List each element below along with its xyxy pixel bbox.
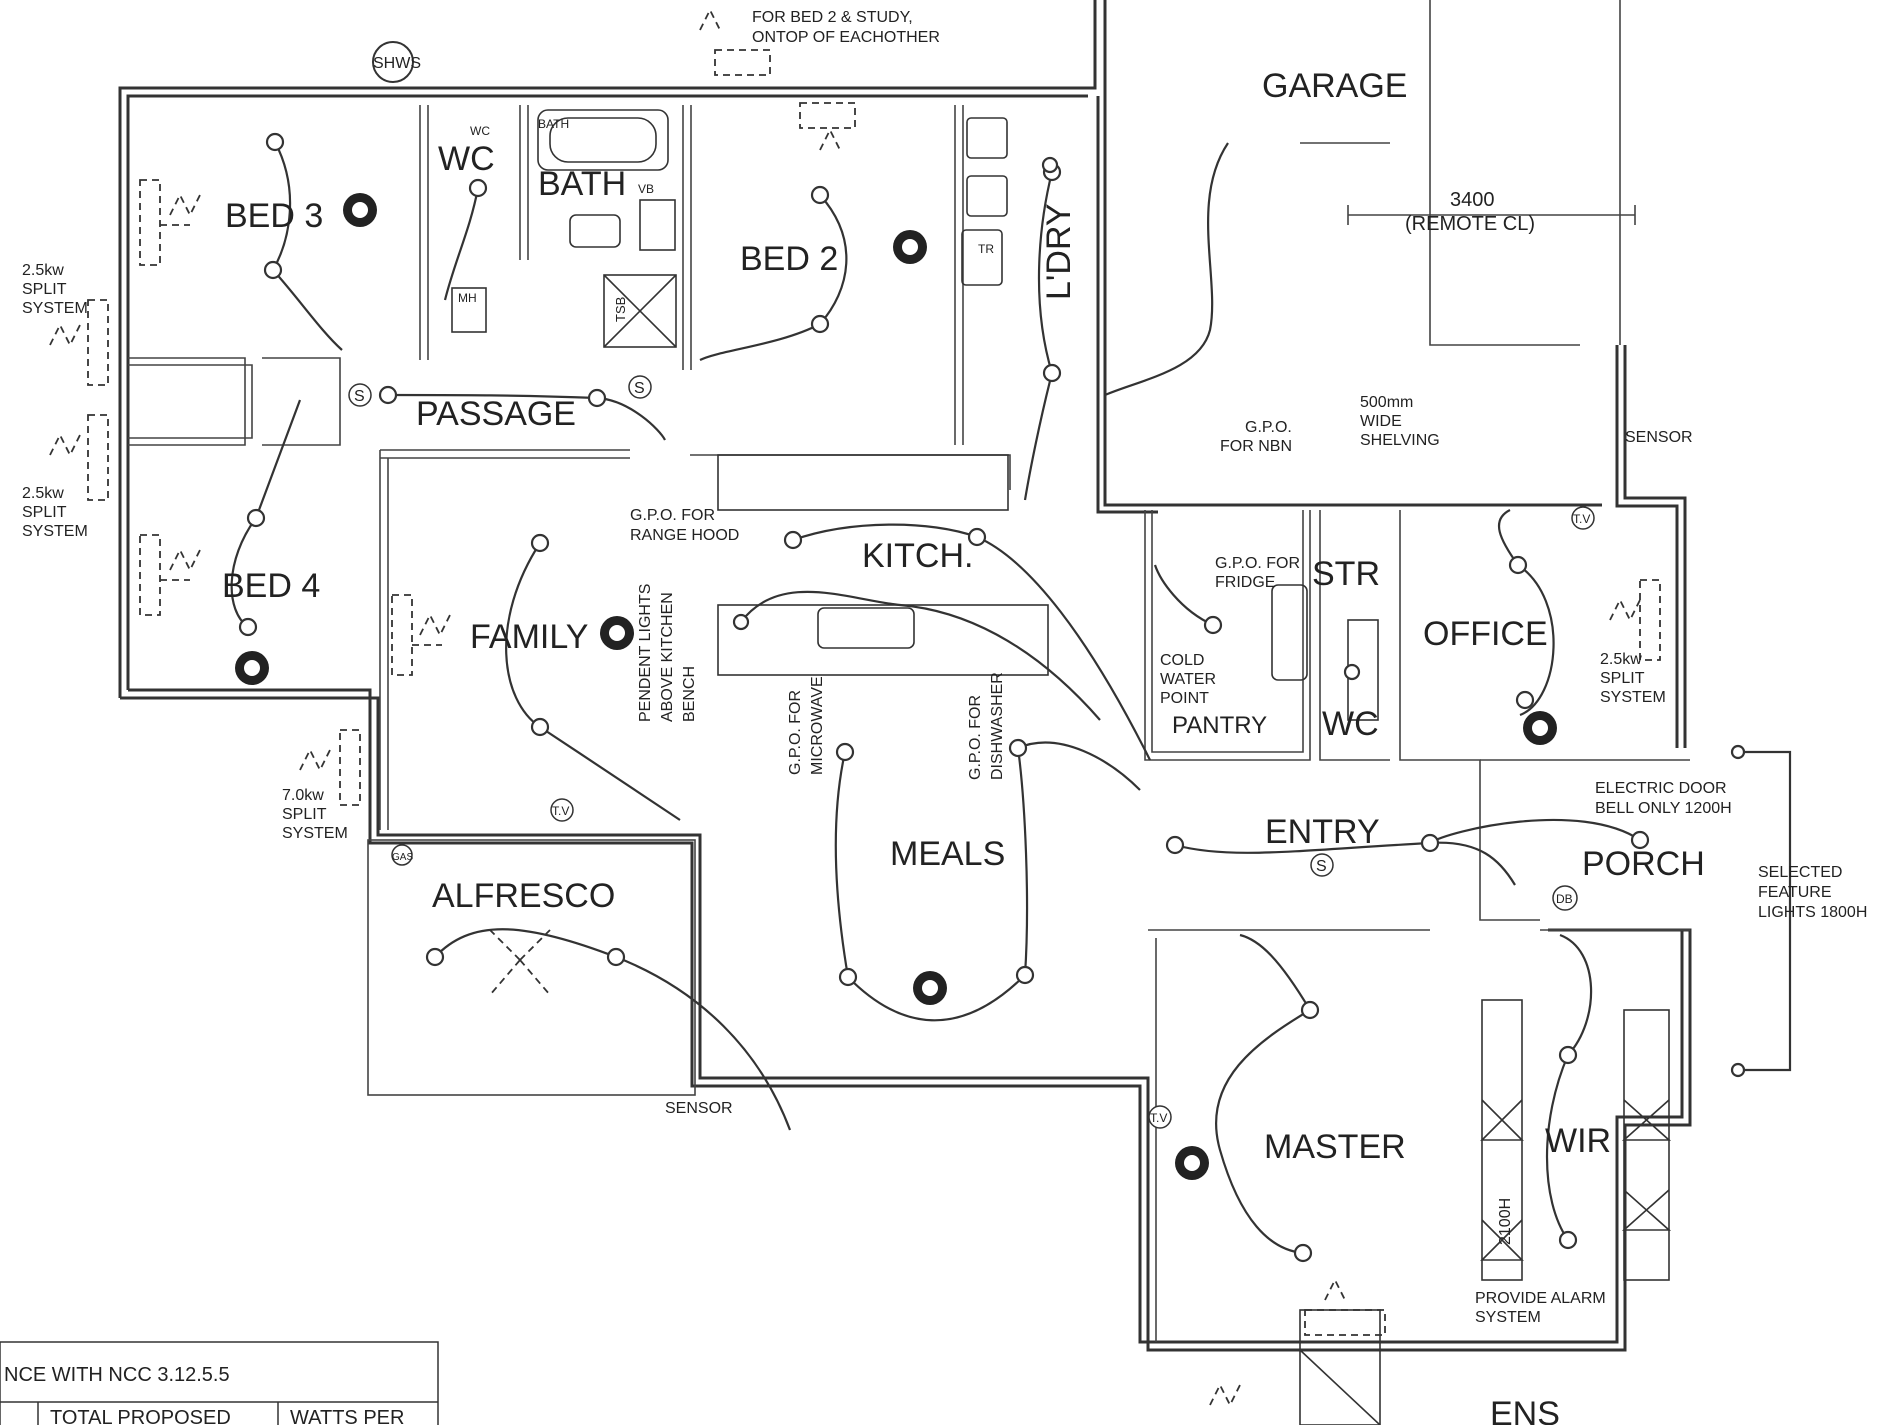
note-split-office-1: 2.5kw [1600,651,1642,668]
note-shws: SHWS [373,55,421,72]
note-gpo-dish-2: DISHWASHER [989,672,1006,780]
garage-outline [1300,0,1636,346]
room-family: FAMILY [470,618,588,656]
fixtures [451,109,1672,1425]
note-sensor-garage: SENSOR [1625,429,1693,446]
note-2100h: 2100H [1497,1198,1514,1245]
note-split-a-1: 2.5kw [22,262,64,279]
room-pantry: PANTRY [1172,712,1267,739]
note-tr: TR [978,242,994,256]
note-alarm-1: PROVIDE ALARM [1475,1290,1606,1307]
note-smoke-3: S [1316,858,1327,875]
note-gpo-nbn-2: FOR NBN [1220,438,1292,455]
note-split-b-3: SYSTEM [22,523,88,540]
compliance-table: NCE WITH NCC 3.12.5.5 TOTAL PROPOSED WAT… [0,1341,439,1425]
room-office: OFFICE [1423,615,1548,653]
room-bath: BATH [538,165,626,203]
note-split-office-2: SPLIT [1600,670,1645,687]
note-gpo-fridge-2: FRIDGE [1215,574,1275,591]
room-wir: WIR [1545,1122,1611,1160]
room-passage: PASSAGE [416,395,576,433]
note-alarm-2: SYSTEM [1475,1309,1541,1326]
note-garage-dim: 3400 [1450,189,1495,211]
exhaust-fan-points [235,193,1557,1180]
interior-walls [128,105,1690,1342]
room-alfresco: ALFRESCO [432,877,615,915]
note-cold-water-1: COLD [1160,652,1204,669]
note-gas: GAS [392,852,413,863]
note-smoke-2: S [634,380,645,397]
room-labels: BED 3 WC BATH BED 2 L'DRY GARAGE PASSAGE… [222,67,1705,1425]
split-system-icons [49,7,1661,1408]
note-split-office-3: SYSTEM [1600,689,1666,706]
note-feature-1: SELECTED [1758,864,1842,881]
note-split-a-3: SYSTEM [22,300,88,317]
note-feature-3: LIGHTS 1800H [1758,904,1867,921]
note-vb: VB [638,182,654,196]
note-split-a-2: SPLIT [22,281,67,298]
note-smoke-1: S [354,388,365,405]
note-pendent-1: PENDENT LIGHTS [637,584,654,722]
note-gpo-micro-2: MICROWAVE [809,676,826,775]
room-meals: MEALS [890,835,1005,873]
note-pendent-3: BENCH [681,666,698,722]
note-tsb: TSB [613,297,628,322]
note-split-70-2: SPLIT [282,806,327,823]
note-gpo-range-1: G.P.O. FOR [630,507,715,524]
note-bath-small: BATH [538,117,569,131]
room-garage: GARAGE [1262,67,1407,105]
note-gpo-range-2: RANGE HOOD [630,527,739,544]
note-sensor-alfresco: SENSOR [665,1100,733,1117]
room-laundry: L'DRY [1040,203,1078,300]
ceiling-fan-icon [367,839,696,1096]
note-db: DB [1556,892,1573,906]
note-top-split-2: ONTOP OF EACHOTHER [752,29,940,46]
note-cold-water-2: WATER [1160,671,1216,688]
note-tv-family: T.V [552,804,569,818]
room-bed3: BED 3 [225,197,323,235]
note-cold-water-3: POINT [1160,690,1209,707]
note-mh: MH [458,291,477,305]
room-bed4: BED 4 [222,567,320,605]
room-ens: ENS [1490,1395,1560,1425]
table-col-watts: WATTS PER [290,1407,404,1425]
room-porch: PORCH [1582,845,1705,883]
note-feature-2: FEATURE [1758,884,1831,901]
outer-walls [118,0,1692,1352]
note-pendent-2: ABOVE KITCHEN [659,592,676,722]
note-split-b-1: 2.5kw [22,485,64,502]
light-points [238,132,1746,1263]
annotations: FOR BED 2 & STUDY, ONTOP OF EACHOTHER SH… [22,9,1867,1326]
note-garage-dim-note: (REMOTE CL) [1405,213,1535,235]
note-tv-master: T.V [1150,1111,1167,1125]
note-tv-office: T.V [1573,512,1590,526]
room-wc-2: WC [1322,705,1379,743]
table-col-total: TOTAL PROPOSED [50,1407,231,1425]
note-split-b-2: SPLIT [22,504,67,521]
room-wc: WC [438,140,495,178]
note-split-70-3: SYSTEM [282,825,348,842]
room-store: STR [1312,555,1380,593]
room-entry: ENTRY [1265,813,1380,851]
note-doorbell-2: BELL ONLY 1200H [1595,800,1732,817]
note-shelving-1: 500mm [1360,394,1413,411]
note-gpo-micro-1: G.P.O. FOR [787,690,804,775]
note-shelving-3: SHELVING [1360,432,1440,449]
room-master: MASTER [1264,1128,1406,1166]
room-kitchen: KITCH. [862,537,973,575]
note-gpo-nbn-1: G.P.O. [1245,419,1292,436]
room-bed2: BED 2 [740,240,838,278]
note-shelving-2: WIDE [1360,413,1402,430]
note-doorbell-1: ELECTRIC DOOR [1595,780,1727,797]
note-top-split-1: FOR BED 2 & STUDY, [752,9,913,26]
note-gpo-dish-1: G.P.O. FOR [967,695,984,780]
note-gpo-fridge-1: G.P.O. FOR [1215,555,1300,572]
note-split-70-1: 7.0kw [282,787,324,804]
table-title: NCE WITH NCC 3.12.5.5 [4,1364,230,1386]
note-wc-small: WC [470,124,490,138]
